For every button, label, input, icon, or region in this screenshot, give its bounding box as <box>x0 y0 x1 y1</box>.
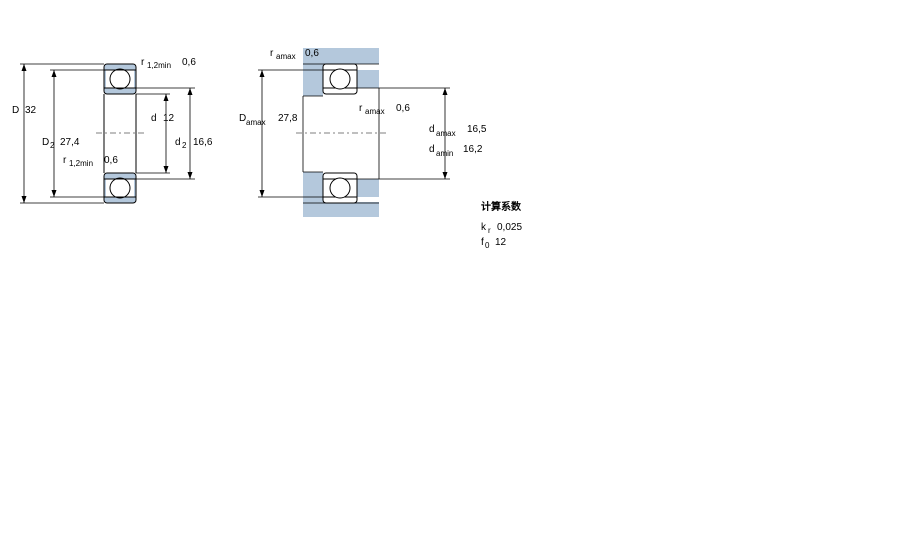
label-D-sym: D <box>12 105 19 116</box>
label-d-val: 12 <box>163 113 175 124</box>
label-da-max-sym: d <box>429 124 435 135</box>
housing-bottom-side <box>303 172 323 202</box>
label-D2-sym: D <box>42 137 49 148</box>
label-da-min-sub: amin <box>436 149 453 158</box>
housing-top-side <box>303 64 323 96</box>
ball-bottom-right <box>329 177 351 199</box>
label-r12-top-sub: 1,2min <box>147 61 171 70</box>
label-D2-val: 27,4 <box>60 137 80 148</box>
housing-bottom <box>303 202 379 217</box>
label-Da-sym: D <box>239 113 246 124</box>
label-f0-val: 12 <box>495 237 507 248</box>
label-D2-sub: 2 <box>50 141 55 150</box>
left-bearing-section <box>96 63 144 204</box>
label-ra-top-val: 0,6 <box>305 48 319 59</box>
label-d-sym: d <box>151 113 157 124</box>
label-da-min-val: 16,2 <box>463 144 483 155</box>
label-ra-top-sub: amax <box>276 52 296 61</box>
label-r12-top-sym: r <box>141 57 145 68</box>
label-Da-val: 27,8 <box>278 113 298 124</box>
ball-bottom <box>109 177 131 199</box>
label-kr-val: 0,025 <box>497 222 522 233</box>
label-r12-bot-sub: 1,2min <box>69 159 93 168</box>
label-r12-top-val: 0,6 <box>182 57 196 68</box>
ball-top-right <box>329 68 351 90</box>
dim-d <box>136 93 170 174</box>
label-kr-sub: r <box>488 226 491 235</box>
label-ra-mid-sym: r <box>359 103 363 114</box>
label-d2-sub: 2 <box>182 141 187 150</box>
dim-Da <box>258 69 323 198</box>
dim-D2 <box>50 69 104 198</box>
label-ra-mid-sub: amax <box>365 107 385 116</box>
label-ra-top-sym: r <box>270 48 274 59</box>
label-f0-sub: 0 <box>485 241 490 250</box>
calc-factors-title: 计算系数 <box>481 200 522 213</box>
label-r12-bot-val: 0,6 <box>104 155 118 166</box>
label-r12-bot-sym: r <box>63 155 67 166</box>
shaft-shoulder-top <box>357 70 379 88</box>
label-d2-sym: d <box>175 137 181 148</box>
label-kr-sym: k <box>481 222 487 233</box>
label-ra-mid-val: 0,6 <box>396 103 410 114</box>
label-f0-sym: f <box>481 237 484 248</box>
shaft-shoulder-bottom <box>357 179 379 197</box>
label-d2-val: 16,6 <box>193 137 213 148</box>
right-mounting-section <box>296 48 386 217</box>
label-Da-sub: amax <box>246 118 266 127</box>
ball-top <box>109 68 131 90</box>
dim-d2 <box>136 87 195 180</box>
dim-da <box>379 87 450 180</box>
label-da-min-sym: d <box>429 144 435 155</box>
label-da-max-val: 16,5 <box>467 124 487 135</box>
label-D-val: 32 <box>25 105 37 116</box>
dim-D <box>20 63 104 204</box>
label-da-max-sub: amax <box>436 129 456 138</box>
housing-top <box>303 48 379 64</box>
